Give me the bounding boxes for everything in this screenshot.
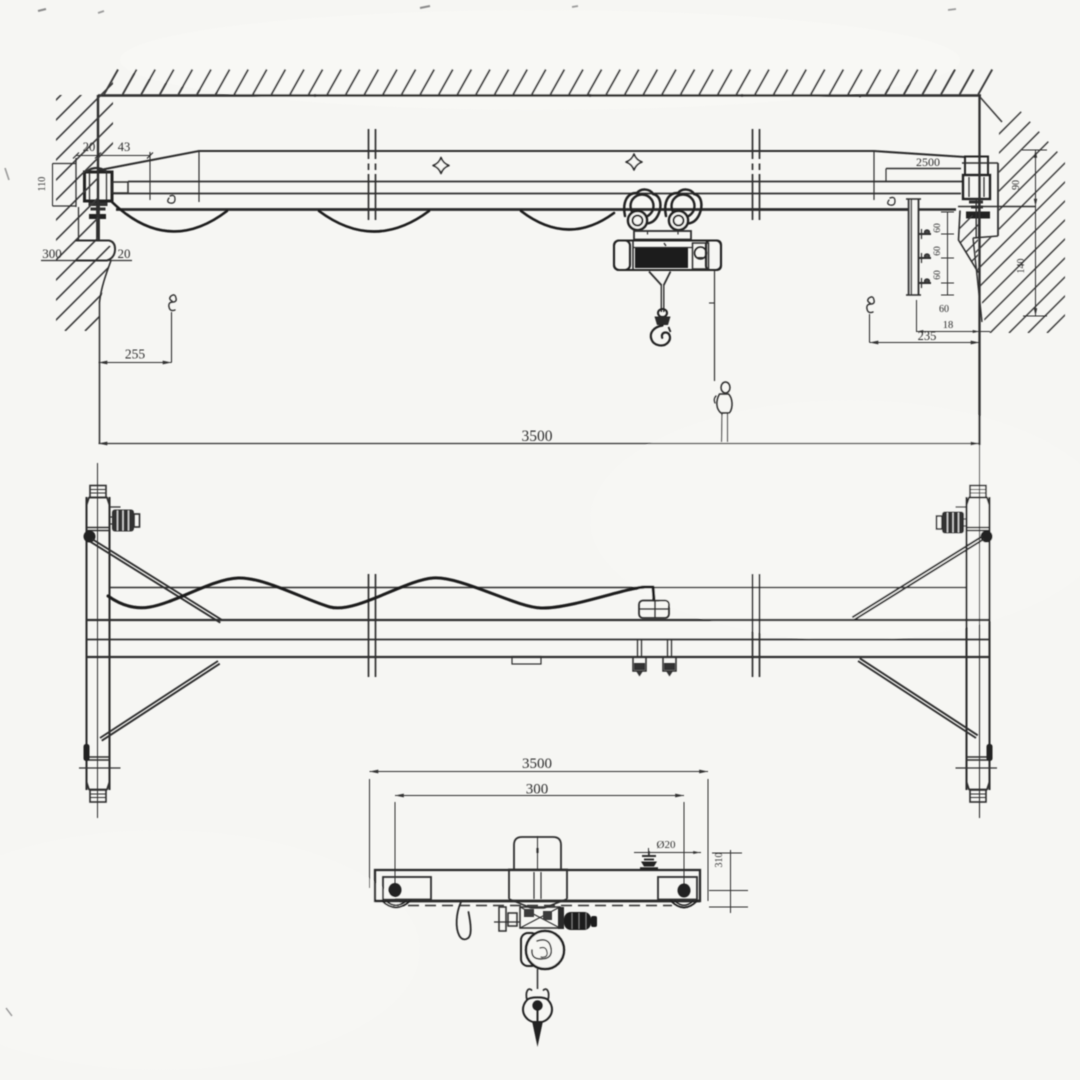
svg-text:300: 300 (42, 246, 62, 261)
svg-text:255: 255 (125, 347, 146, 362)
svg-text:3500: 3500 (522, 756, 552, 772)
svg-text:60: 60 (933, 246, 943, 256)
svg-text:2500: 2500 (916, 155, 940, 169)
svg-text:300: 300 (526, 782, 549, 798)
svg-text:140: 140 (1016, 259, 1027, 274)
svg-text:310: 310 (714, 853, 725, 868)
svg-text:18: 18 (943, 320, 954, 331)
svg-text:3500: 3500 (522, 428, 553, 445)
svg-text:60: 60 (933, 223, 943, 233)
svg-text:60: 60 (933, 270, 943, 280)
svg-text:60: 60 (939, 304, 949, 315)
svg-text:110: 110 (37, 177, 48, 192)
svg-text:20: 20 (83, 140, 96, 154)
svg-text:43: 43 (118, 140, 131, 154)
svg-text:Ø20: Ø20 (657, 839, 676, 851)
svg-text:90: 90 (1011, 180, 1022, 190)
svg-text:20: 20 (118, 246, 131, 261)
